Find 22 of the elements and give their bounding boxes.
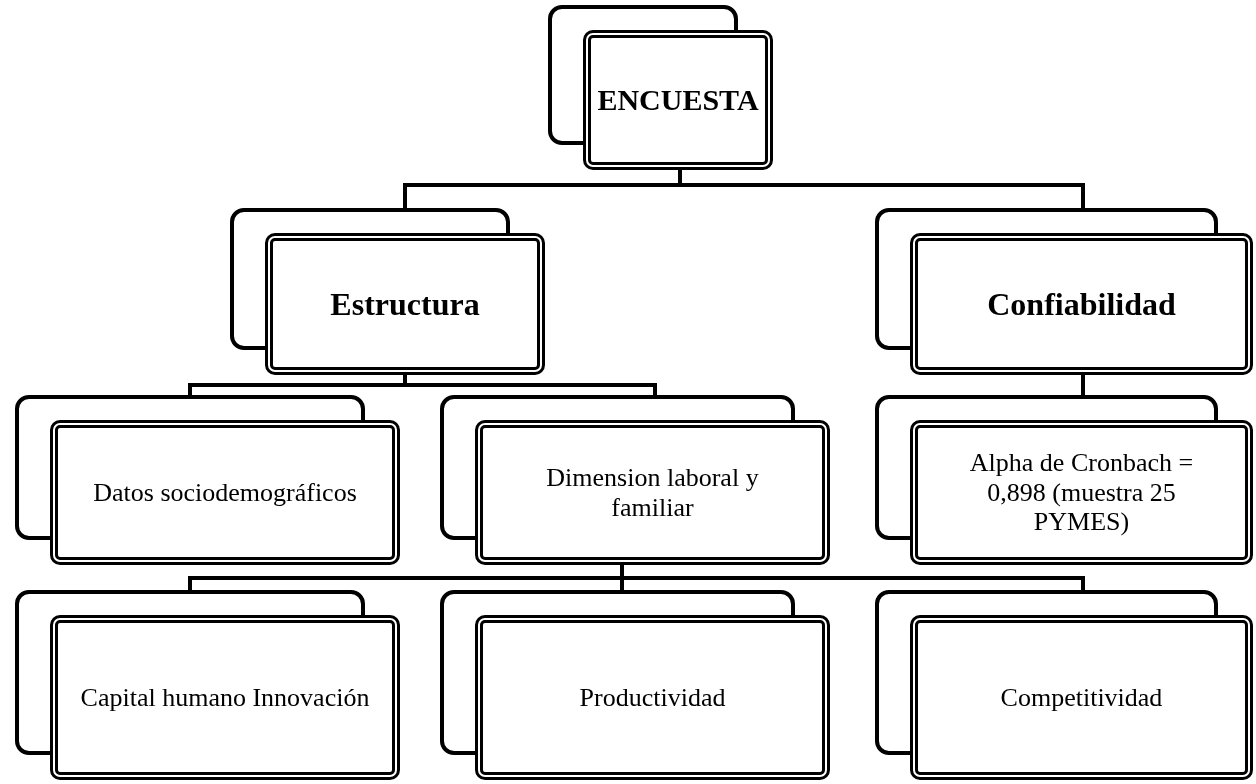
node-label: Productividad [579, 682, 726, 713]
connector-line [403, 375, 657, 395]
stacked-card [875, 208, 1253, 375]
node-label: Datos sociodemográficos [93, 477, 357, 508]
stacked-card [440, 395, 830, 565]
node-label: Capital humano Innovación [80, 682, 370, 713]
node-label: Competitividad [1000, 682, 1163, 713]
stacked-card [230, 208, 545, 375]
stacked-card [875, 590, 1253, 780]
stacked-card [440, 590, 830, 780]
stacked-card [548, 5, 773, 170]
node-label: Dimension laboral y familiar [545, 462, 760, 523]
stacked-card [15, 395, 400, 565]
connector-line [620, 565, 1085, 590]
connector-line [678, 170, 1085, 208]
node-label: Estructura [330, 285, 480, 323]
node-label: Confiabilidad [987, 285, 1176, 323]
stacked-card [15, 590, 400, 780]
connector-line [1081, 375, 1085, 395]
stacked-card [875, 395, 1253, 565]
node-label: ENCUESTA [597, 82, 759, 118]
node-label: Alpha de Cronbach = 0,898 (muestra 25 PYMES) [968, 447, 1195, 538]
